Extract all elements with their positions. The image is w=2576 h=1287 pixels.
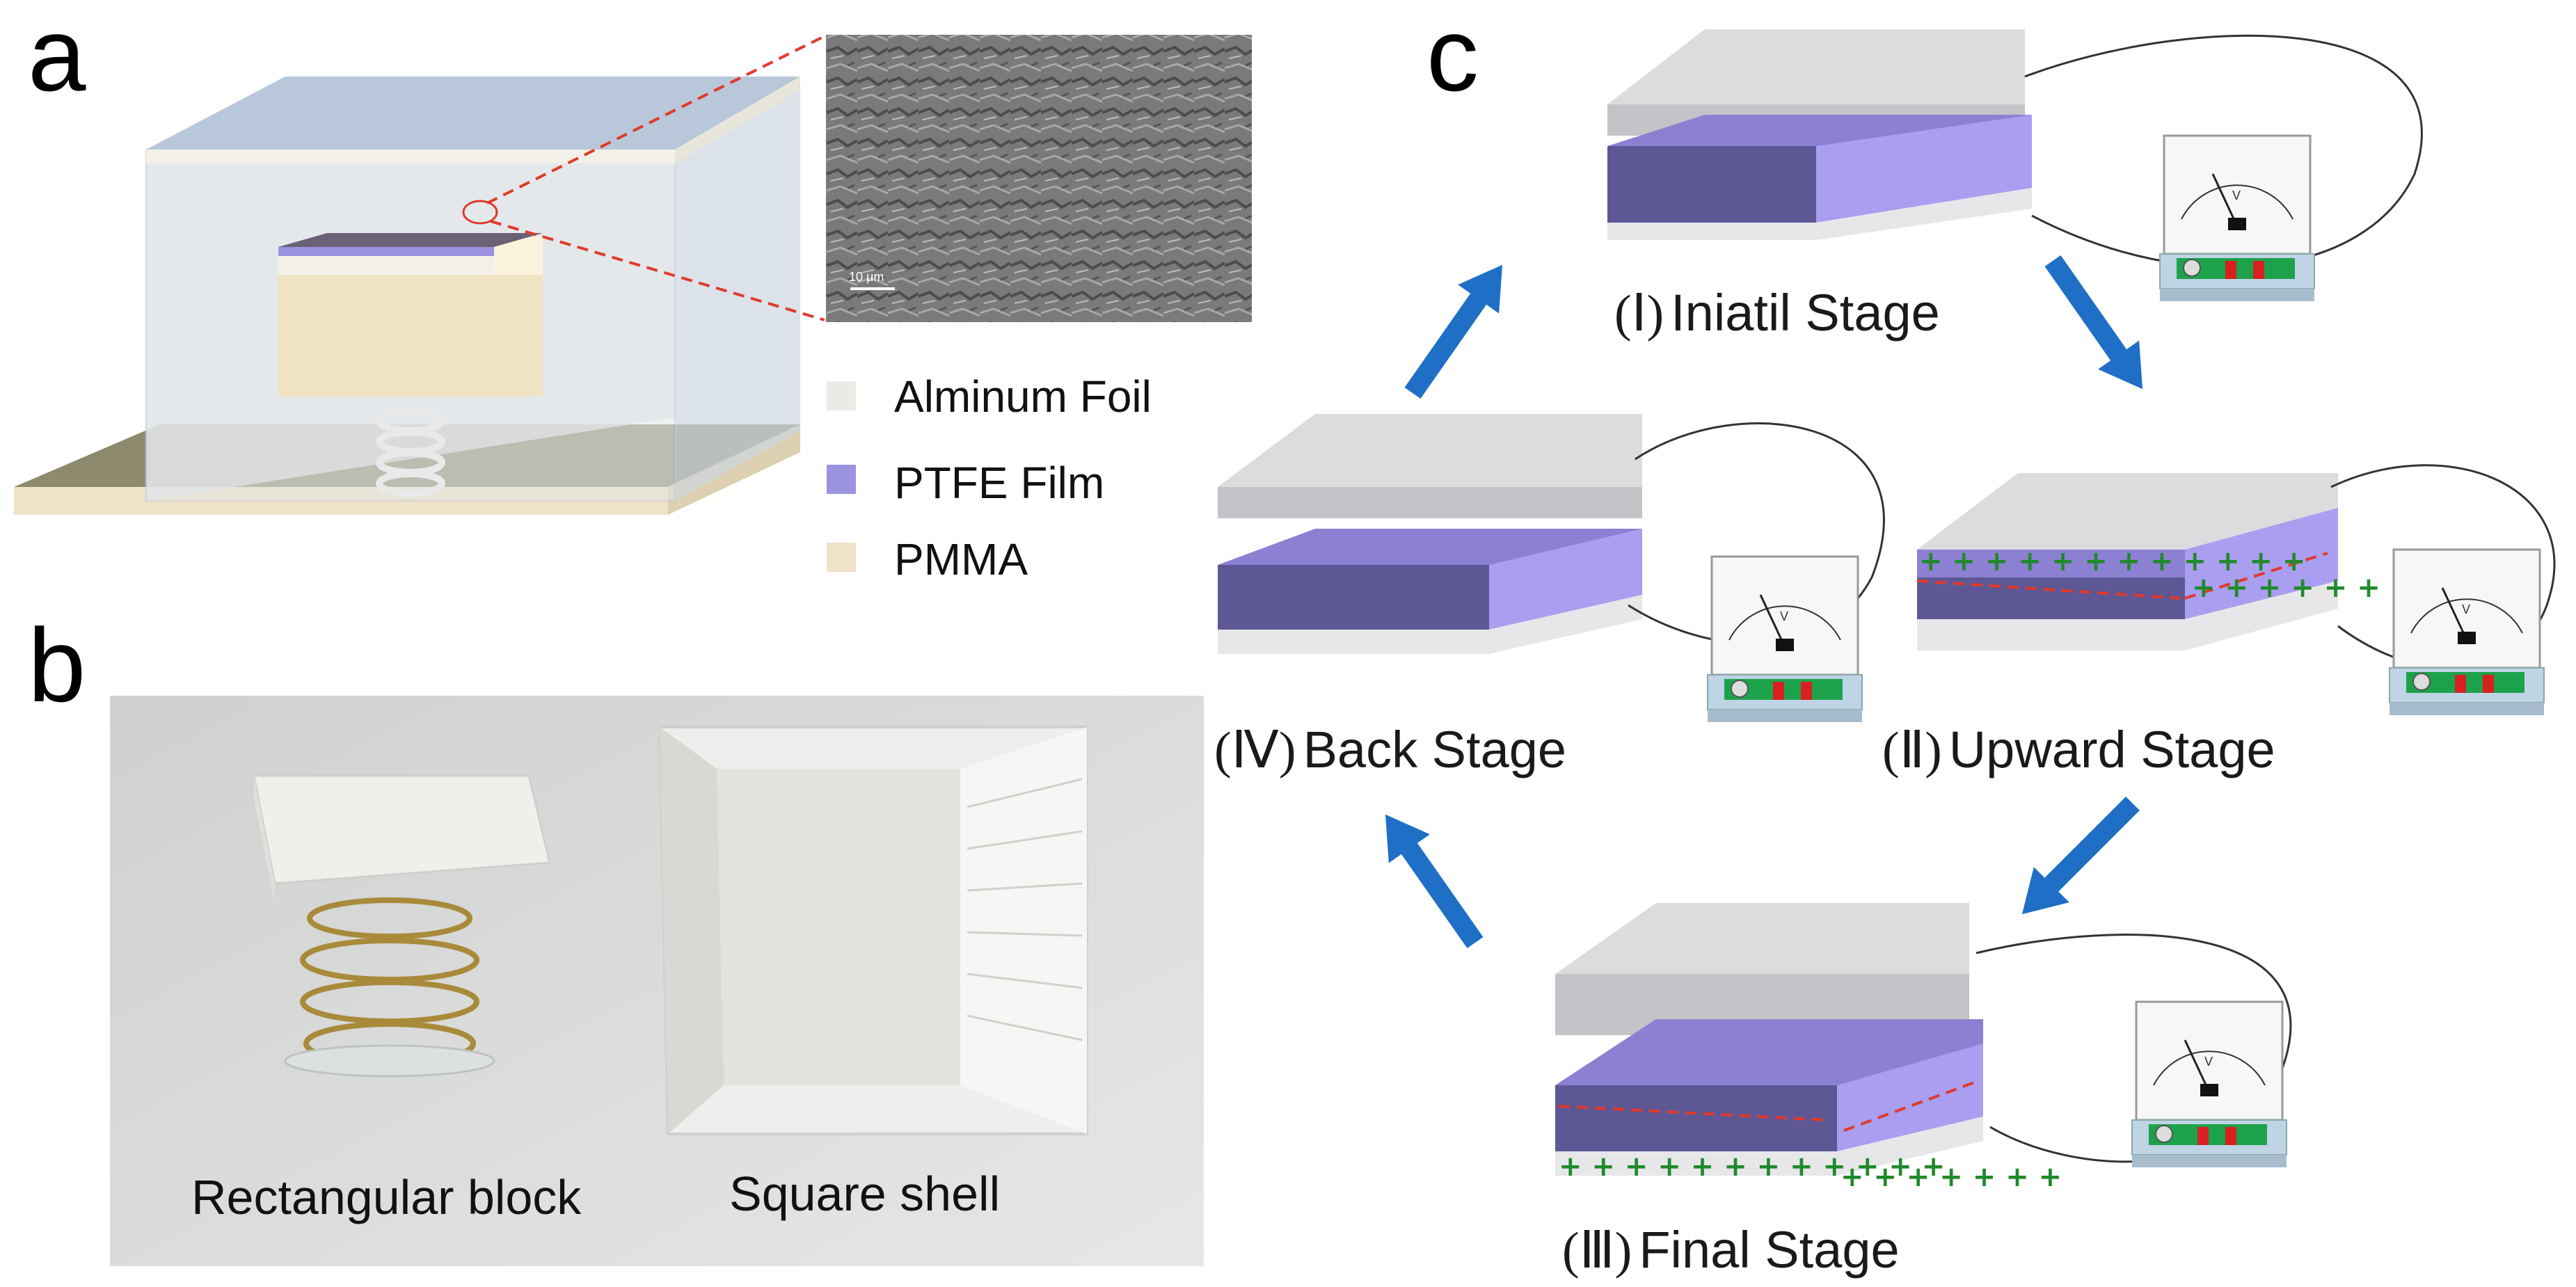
svg-text:+ + + + + + +: + + + + + + + xyxy=(1840,1161,2062,1193)
stage-1-num: (Ⅰ) xyxy=(1614,285,1664,342)
arrow-2-to-3 xyxy=(2021,797,2140,915)
stage-4-diagram xyxy=(1218,414,1885,724)
stage-1-text: Iniatil Stage xyxy=(1671,284,1940,342)
stage-3-num: (Ⅲ) xyxy=(1562,1222,1632,1279)
photo-label-shell: Square shell xyxy=(729,1167,1000,1221)
legend-label-alu: Alminum Foil xyxy=(894,371,1152,422)
legend: Alminum Foil PTFE Film PMMA xyxy=(827,371,1152,584)
stage-2-num: (Ⅱ) xyxy=(1882,722,1942,779)
cycle-arrows xyxy=(1385,255,2143,949)
stage-1-label: (Ⅰ)Iniatil Stage xyxy=(1614,284,1940,342)
legend-label-pmma: PMMA xyxy=(894,534,1028,584)
legend-label-ptfe: PTFE Film xyxy=(894,458,1104,508)
panel-label-c: c xyxy=(1426,0,1479,113)
panel-label-b: b xyxy=(28,607,86,724)
arrow-4-to-1 xyxy=(1404,264,1503,399)
legend-swatch-ptfe xyxy=(827,465,856,494)
stage-2-diagram: + + + + + + + + + + + + + + + + + + + xyxy=(1916,464,2556,717)
svg-text:+ + + + + + + + + + + +: + + + + + + + + + + + + xyxy=(1559,1151,1945,1183)
svg-text:+ + + + + + + + + + + +: + + + + + + + + + + + + xyxy=(1919,545,2305,577)
arrow-1-to-2 xyxy=(2044,255,2143,390)
device-schematic xyxy=(14,35,825,515)
stage-4-text: Back Stage xyxy=(1303,721,1566,778)
arrow-3-to-4 xyxy=(1385,814,1484,949)
sem-scale-label: 10 μm xyxy=(849,270,884,284)
sem-micrograph: 10 μm xyxy=(826,35,1252,322)
stage-4-num: (Ⅳ) xyxy=(1214,722,1296,779)
stage-3-diagram: + + + + + + + + + + + + + + + + + + + xyxy=(1555,903,2292,1193)
legend-swatch-pmma xyxy=(827,543,856,572)
stage-1-diagram xyxy=(1607,29,2423,303)
stage-3-text: Final Stage xyxy=(1639,1221,1899,1279)
stage-4-label: (Ⅳ)Back Stage xyxy=(1214,721,1566,779)
legend-swatch-alu xyxy=(827,381,856,410)
stage-2-label: (Ⅱ)Upward Stage xyxy=(1882,721,2275,779)
stage-3-label: (Ⅲ)Final Stage xyxy=(1562,1221,1900,1279)
panel-label-a: a xyxy=(28,0,86,113)
svg-text:+ + + + + + +: + + + + + + + xyxy=(2192,572,2413,604)
device-photo: Rectangular block Square shell xyxy=(110,696,1204,1266)
stage-2-text: Upward Stage xyxy=(1949,721,2275,778)
photo-label-block: Rectangular block xyxy=(191,1170,582,1224)
